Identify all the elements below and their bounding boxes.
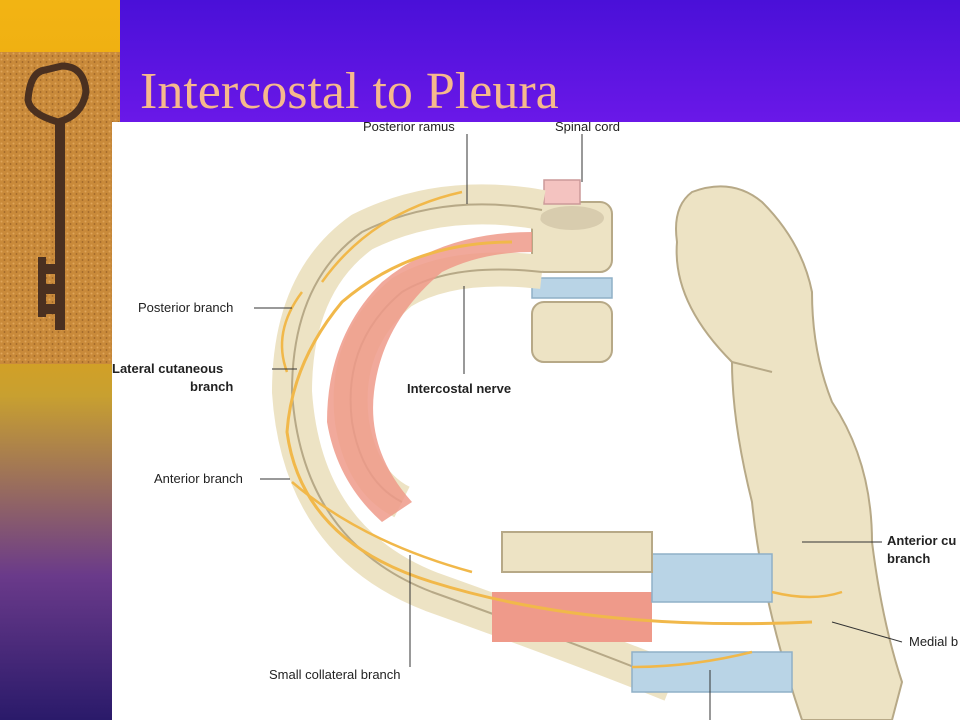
label-anterior-cutaneous-2: branch: [887, 551, 931, 566]
anatomy-figure: Posterior ramus Spinal cord Posterior br…: [112, 122, 960, 720]
label-posterior-ramus: Posterior ramus: [363, 122, 455, 134]
label-small-collateral-branch: Small collateral branch: [269, 667, 401, 682]
slide-title: Intercostal to Pleura: [140, 63, 559, 120]
intercostal-anatomy-illustration: [254, 134, 904, 720]
title-bar: [120, 0, 960, 122]
label-anterior-cutaneous-1: Anterior cu: [887, 533, 957, 548]
label-medial-branch: Medial b: [909, 634, 959, 649]
label-spinal-cord: Spinal cord: [555, 122, 621, 134]
label-anterior-branch: Anterior branch: [154, 471, 243, 486]
label-posterior-branch: Posterior branch: [138, 300, 234, 315]
label-lateral-cutaneous-2: branch: [190, 379, 234, 394]
label-lateral-cutaneous-1: Lateral cutaneous: [112, 361, 224, 376]
key-photo: [0, 52, 120, 364]
label-intercostal-nerve: Intercostal nerve: [407, 381, 512, 396]
